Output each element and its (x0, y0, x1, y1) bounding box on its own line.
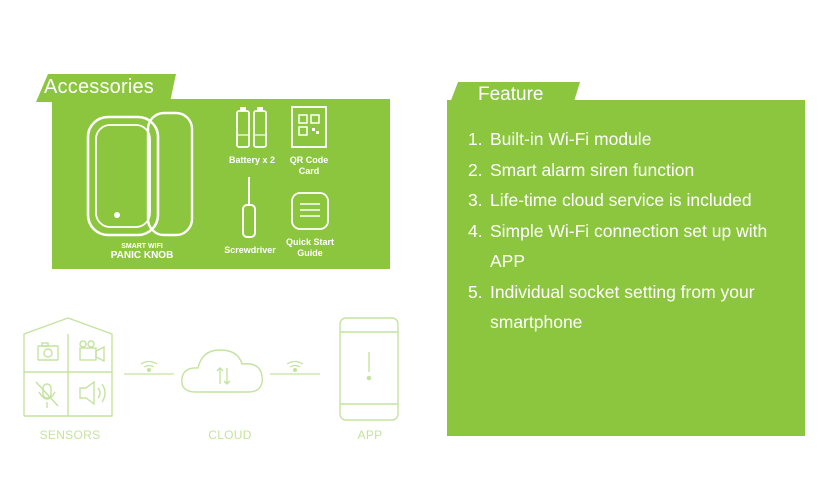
feature-item: 3. Life-time cloud service is included (468, 185, 798, 216)
knob-label-line2: PANIC KNOB (110, 250, 174, 261)
cloud-icon (181, 349, 263, 393)
cloud-label: CLOUD (208, 428, 252, 442)
feature-item-number: 2. (468, 159, 483, 180)
feature-item-number: 5. (468, 281, 483, 302)
feature-list: 1. Built-in Wi-Fi module 2. Smart alarm si… (468, 124, 798, 338)
feature-item: 1. Built-in Wi-Fi module (468, 124, 798, 155)
panic-knob-icon (86, 111, 194, 237)
feature-item-number: 4. (468, 220, 483, 241)
guide-label-line2: Guide (297, 248, 323, 258)
wifi-icon (270, 360, 320, 375)
feature-item: 2. Smart alarm siren function (468, 155, 798, 186)
feature-item-number: 3. (468, 190, 483, 210)
guide-icon (291, 192, 329, 230)
guide-label-line1: Quick Start (285, 237, 334, 247)
accessories-panel: SMART WIFI PANIC KNOB Battery x 2 QR Cod… (52, 99, 390, 269)
qr-label-line2: Card (298, 166, 320, 176)
feature-panel (447, 100, 805, 436)
sensors-house-icon (23, 317, 113, 417)
battery-label: Battery x 2 (228, 155, 276, 165)
feature-item: 5. Individual socket setting from your sm… (468, 277, 798, 338)
wifi-icon (124, 360, 174, 375)
screwdriver-label: Screwdriver (224, 245, 276, 255)
feature-title: Feature (478, 84, 544, 105)
accessories-tab (36, 74, 176, 102)
feature-item-text: Simple Wi-Fi connection set up with APP (490, 220, 768, 272)
feature-item-text: Life-time cloud service is included (490, 190, 752, 210)
feature-item-number: 1. (468, 129, 483, 149)
feature-tab (448, 82, 580, 108)
sensors-label: SENSORS (39, 428, 101, 442)
feature-item-text: Individual socket setting from your smar… (490, 281, 755, 333)
phone-icon (339, 317, 399, 421)
connection-diagram (23, 317, 399, 421)
app-label: APP (357, 428, 383, 442)
feature-item-text: Smart alarm siren function (490, 159, 695, 180)
knob-label-line1: SMART WIFI (121, 243, 163, 250)
screwdriver-icon (242, 177, 256, 238)
qr-code-icon (291, 106, 327, 148)
feature-item-text: Built-in Wi-Fi module (490, 129, 652, 149)
feature-item: 4. Simple Wi-Fi connection set up with AP… (468, 216, 798, 277)
battery-icon (236, 107, 267, 148)
accessories-title: Accessories (44, 76, 155, 98)
qr-label-line1: QR Code (289, 155, 329, 165)
